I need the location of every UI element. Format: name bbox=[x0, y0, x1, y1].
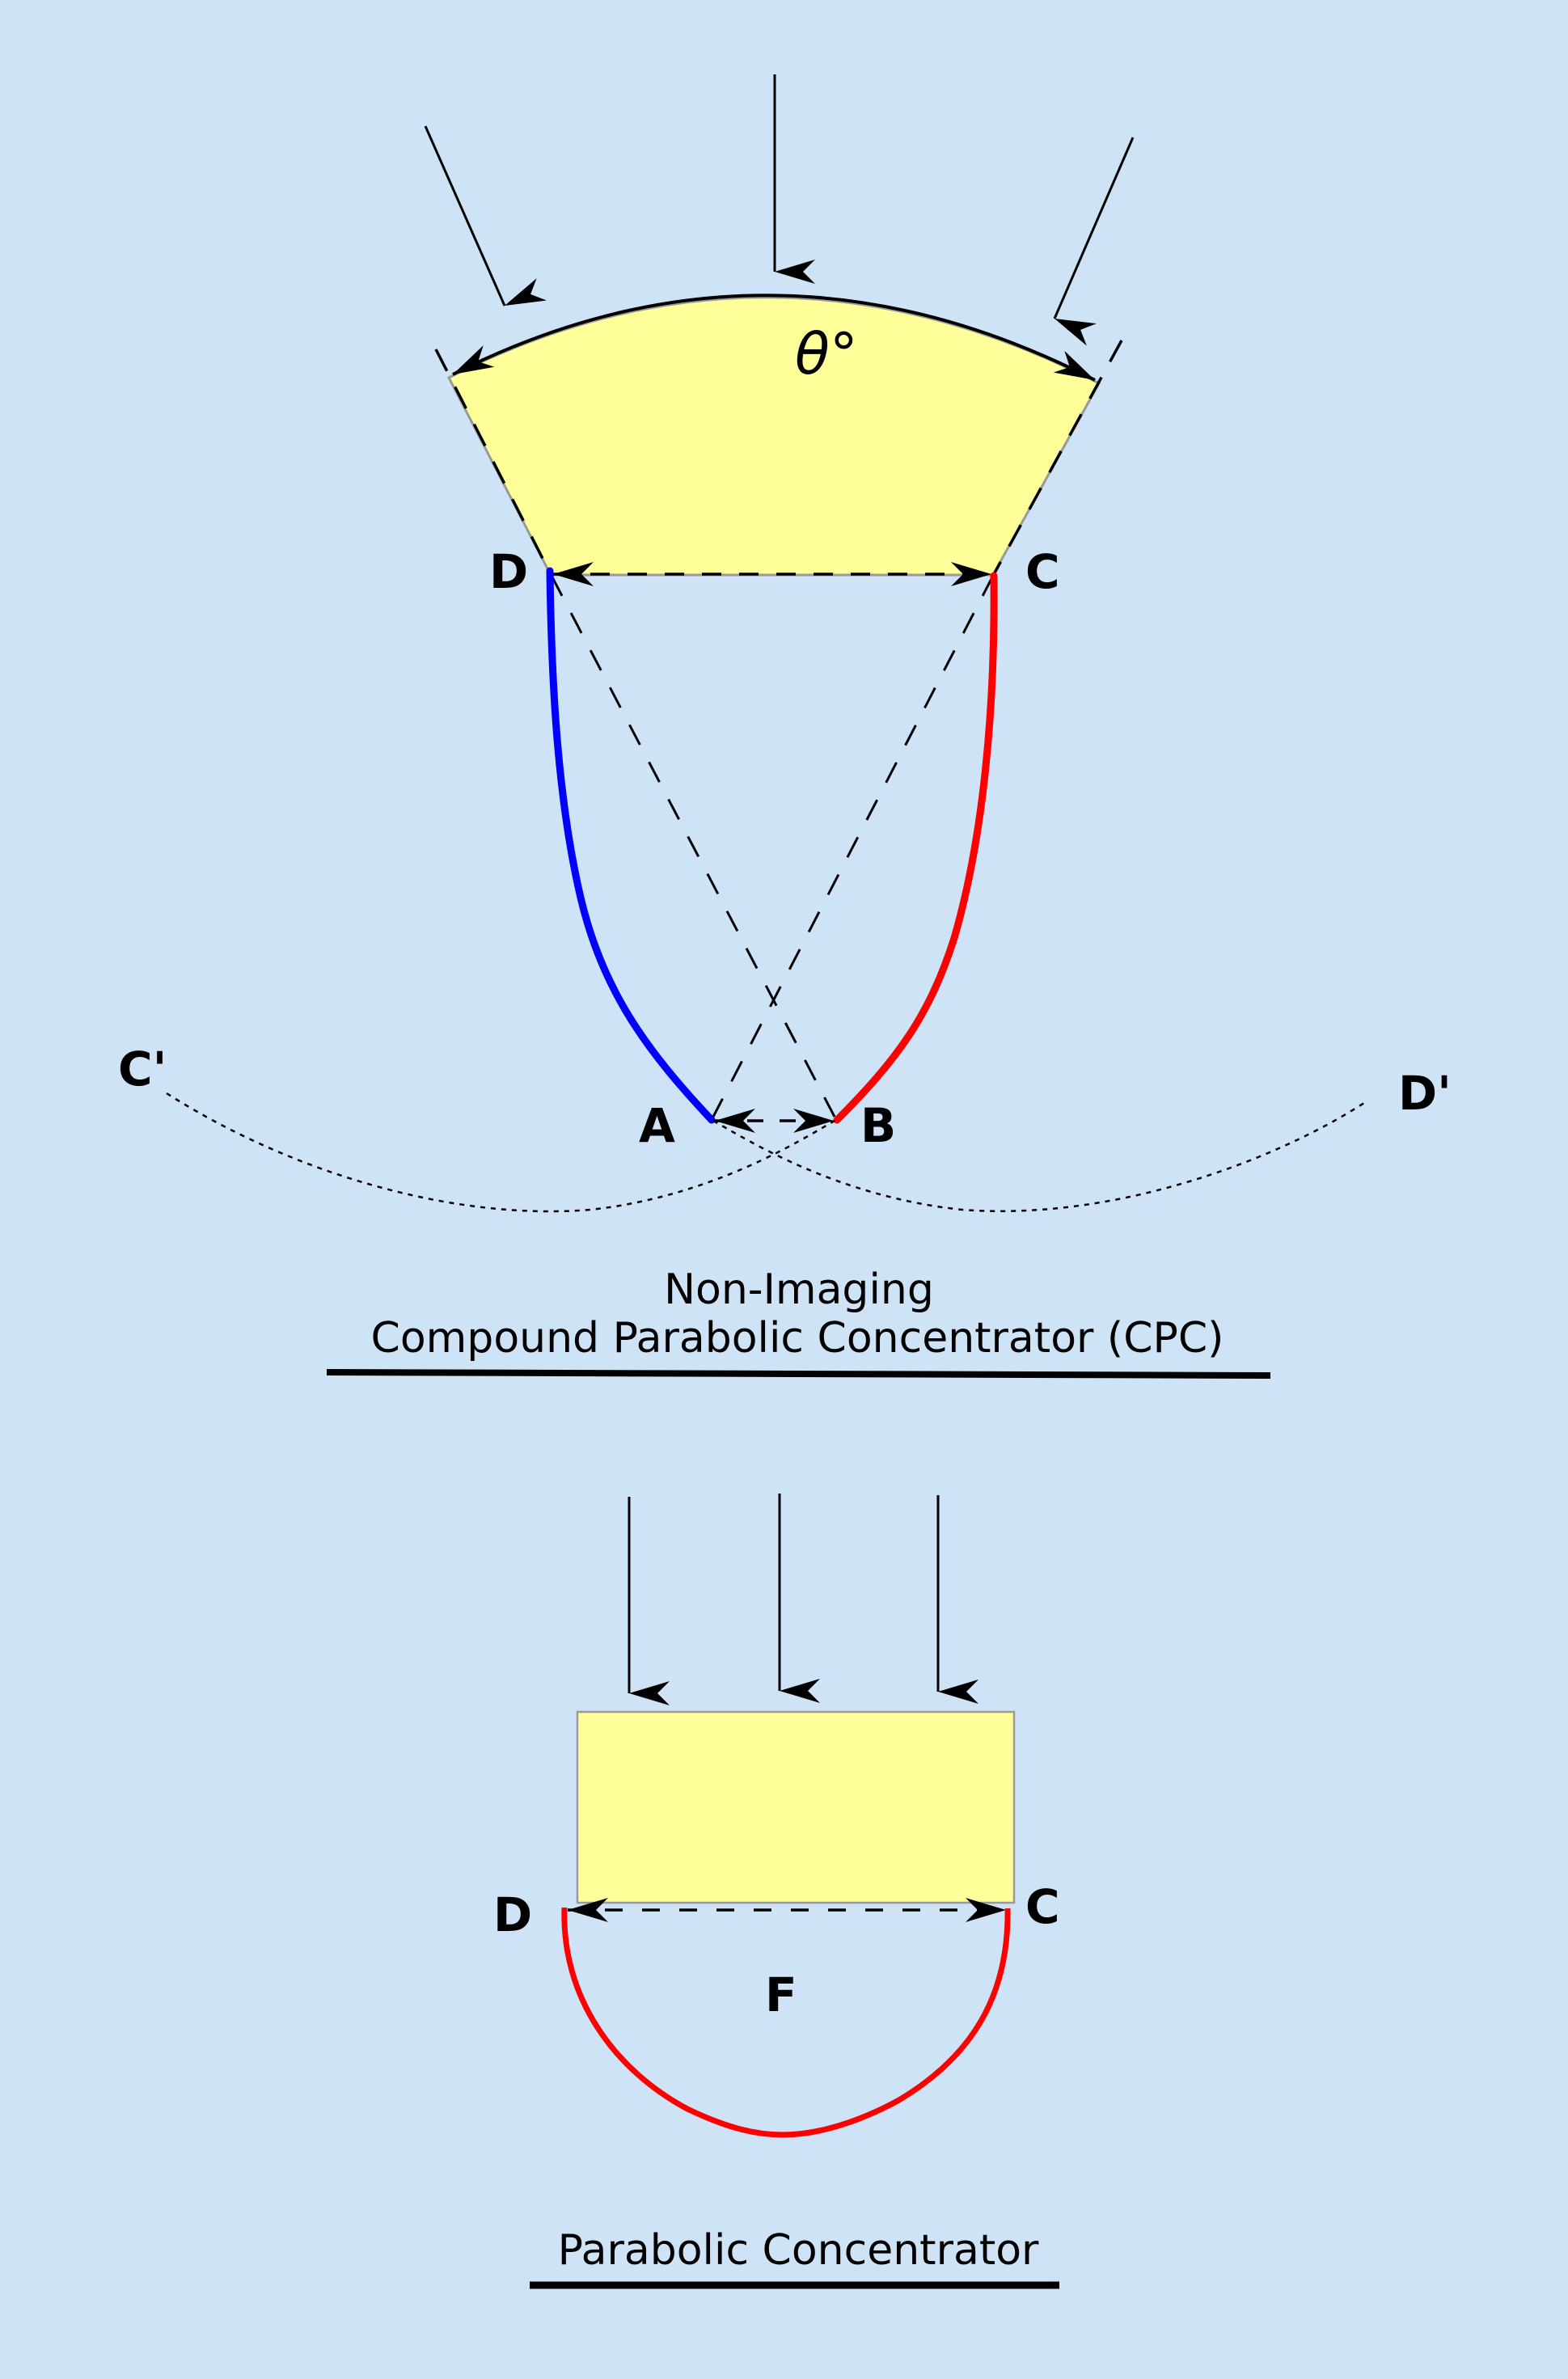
edge-ray-D-to-B bbox=[550, 575, 836, 1118]
incident-ray-left bbox=[424, 125, 547, 306]
acceptance-angle-label: θ° bbox=[795, 321, 858, 387]
left-parabolic-reflector bbox=[546, 567, 716, 1124]
right-parabola-extension bbox=[712, 1100, 1367, 1213]
parabolic-diagram: D C F Parabolic Concentrator bbox=[493, 1494, 1060, 2289]
cpc-diagram: θ° D C A B C' D' Non-Imaging Compound Pa… bbox=[118, 74, 1452, 1379]
parabolic-point-label-C: C bbox=[1025, 1879, 1060, 1934]
acceptance-angle-arc bbox=[452, 294, 1096, 382]
incident-ray-right bbox=[1053, 137, 1135, 346]
edge-ray-C-to-A bbox=[712, 575, 995, 1118]
aperture-edge-right bbox=[991, 340, 1123, 577]
point-label-C-prime: C' bbox=[118, 1042, 167, 1097]
point-label-D-prime: D' bbox=[1398, 1066, 1452, 1121]
point-label-D: D bbox=[489, 544, 528, 599]
cpc-title-line1: Non-Imaging bbox=[664, 1266, 934, 1314]
point-label-A: A bbox=[639, 1098, 675, 1153]
cpc-title-underline bbox=[326, 1369, 1271, 1379]
parabolic-point-label-D: D bbox=[493, 1887, 532, 1942]
parabolic-title: Parabolic Concentrator bbox=[558, 2226, 1039, 2275]
aperture-edge-left bbox=[434, 349, 553, 577]
parabolic-reflector bbox=[561, 1907, 1011, 2138]
left-parabola-extension bbox=[166, 1092, 835, 1213]
point-label-B: B bbox=[860, 1098, 896, 1153]
parabolic-aperture bbox=[576, 1710, 1016, 1904]
focal-point-label-F: F bbox=[765, 1967, 797, 2022]
right-parabolic-reflector bbox=[833, 572, 998, 1124]
cpc-title-line2: Compound Parabolic Concentrator (CPC) bbox=[371, 1314, 1224, 1363]
point-label-C: C bbox=[1025, 544, 1060, 599]
